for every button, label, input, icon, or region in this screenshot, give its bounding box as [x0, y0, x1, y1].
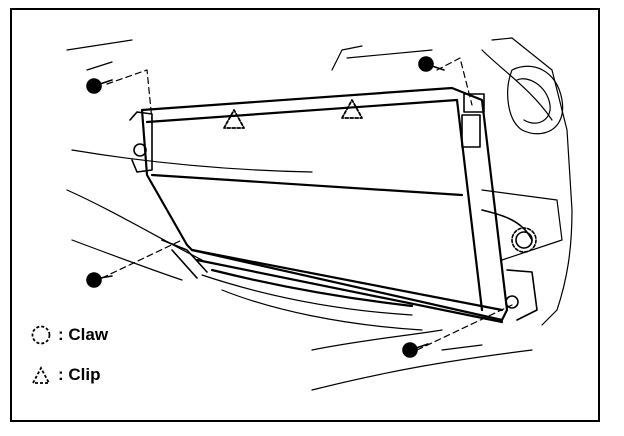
dashboard-outline: [66, 37, 573, 391]
latch-details: [461, 93, 538, 321]
clip-markers: [223, 99, 363, 129]
screw-icon: [86, 56, 445, 358]
legend-claw: : Claw: [30, 324, 108, 346]
screw-leader-lines: [101, 57, 513, 351]
dashed-circle-icon: [31, 325, 51, 345]
dashed-triangle-icon: [31, 366, 51, 384]
legend-clip-label: : Clip: [58, 365, 101, 384]
claw-markers: [511, 227, 537, 253]
left-claw-bracket: [129, 111, 208, 279]
legend-clip: : Clip: [30, 364, 101, 386]
legend-claw-label: : Claw: [58, 325, 109, 344]
diagram-frame: : Claw : Clip: [10, 8, 600, 422]
glovebox-door: [140, 86, 509, 324]
glovebox-removal-drawing: [66, 37, 573, 391]
